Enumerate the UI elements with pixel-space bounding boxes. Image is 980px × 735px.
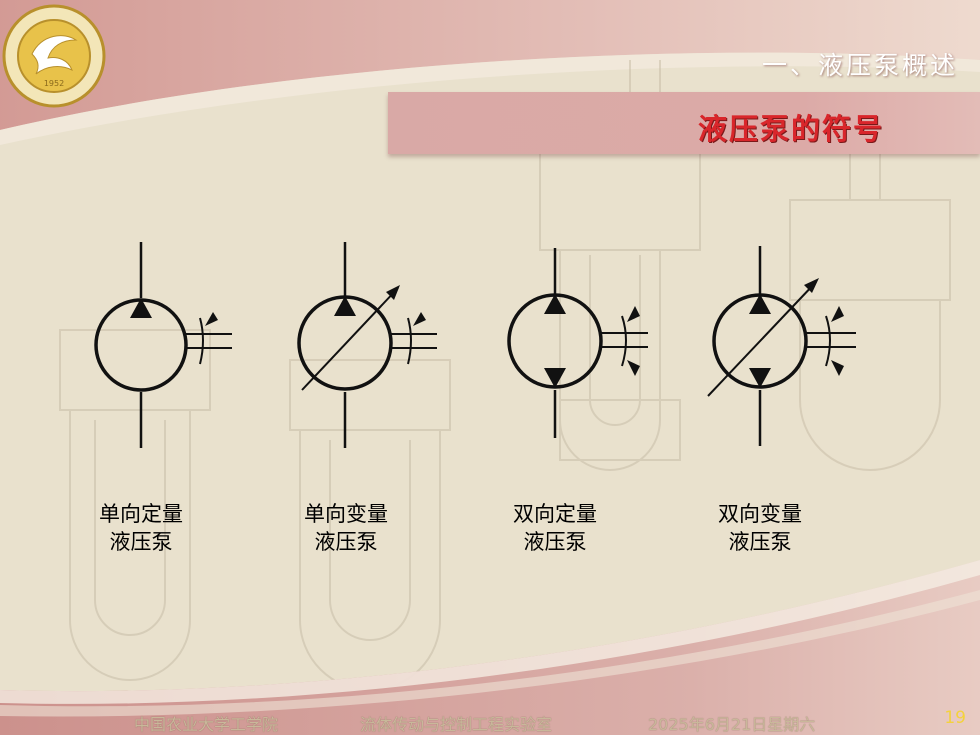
college-logo: 1952 — [2, 4, 106, 108]
pump-variable-bidirectional-icon — [707, 246, 856, 446]
section-title: 一、液压泵概述 — [761, 51, 958, 80]
page-number: 19 — [944, 708, 966, 728]
title-bar — [388, 92, 980, 154]
pump-variable-unidirectional-icon — [297, 242, 437, 448]
pump-caption-1: 单向定量 液压泵 — [71, 500, 211, 556]
caption-line2: 液压泵 — [728, 530, 792, 554]
logo-year: 1952 — [44, 79, 64, 88]
pump-caption-4: 双向变量 液压泵 — [690, 500, 830, 556]
caption-line1: 双向定量 — [513, 502, 597, 526]
caption-line2: 液压泵 — [523, 530, 587, 554]
pump-fixed-bidirectional-icon — [507, 248, 648, 438]
slide-subtitle: 液压泵的符号 — [697, 112, 884, 146]
caption-line2: 液压泵 — [314, 530, 378, 554]
caption-line1: 单向变量 — [304, 502, 388, 526]
pump-fixed-unidirectional-icon — [94, 242, 232, 448]
footer-lab: 流体传动与控制工程实验室 — [360, 715, 553, 734]
caption-line2: 液压泵 — [109, 530, 173, 554]
pump-caption-2: 单向变量 液压泵 — [276, 500, 416, 556]
caption-line1: 单向定量 — [99, 502, 183, 526]
pump-caption-3: 双向定量 液压泵 — [485, 500, 625, 556]
caption-line1: 双向变量 — [718, 502, 802, 526]
footer-institution: 中国农业大学工学院 — [134, 715, 279, 734]
footer-date: 2025年6月21日星期六 — [648, 715, 816, 734]
